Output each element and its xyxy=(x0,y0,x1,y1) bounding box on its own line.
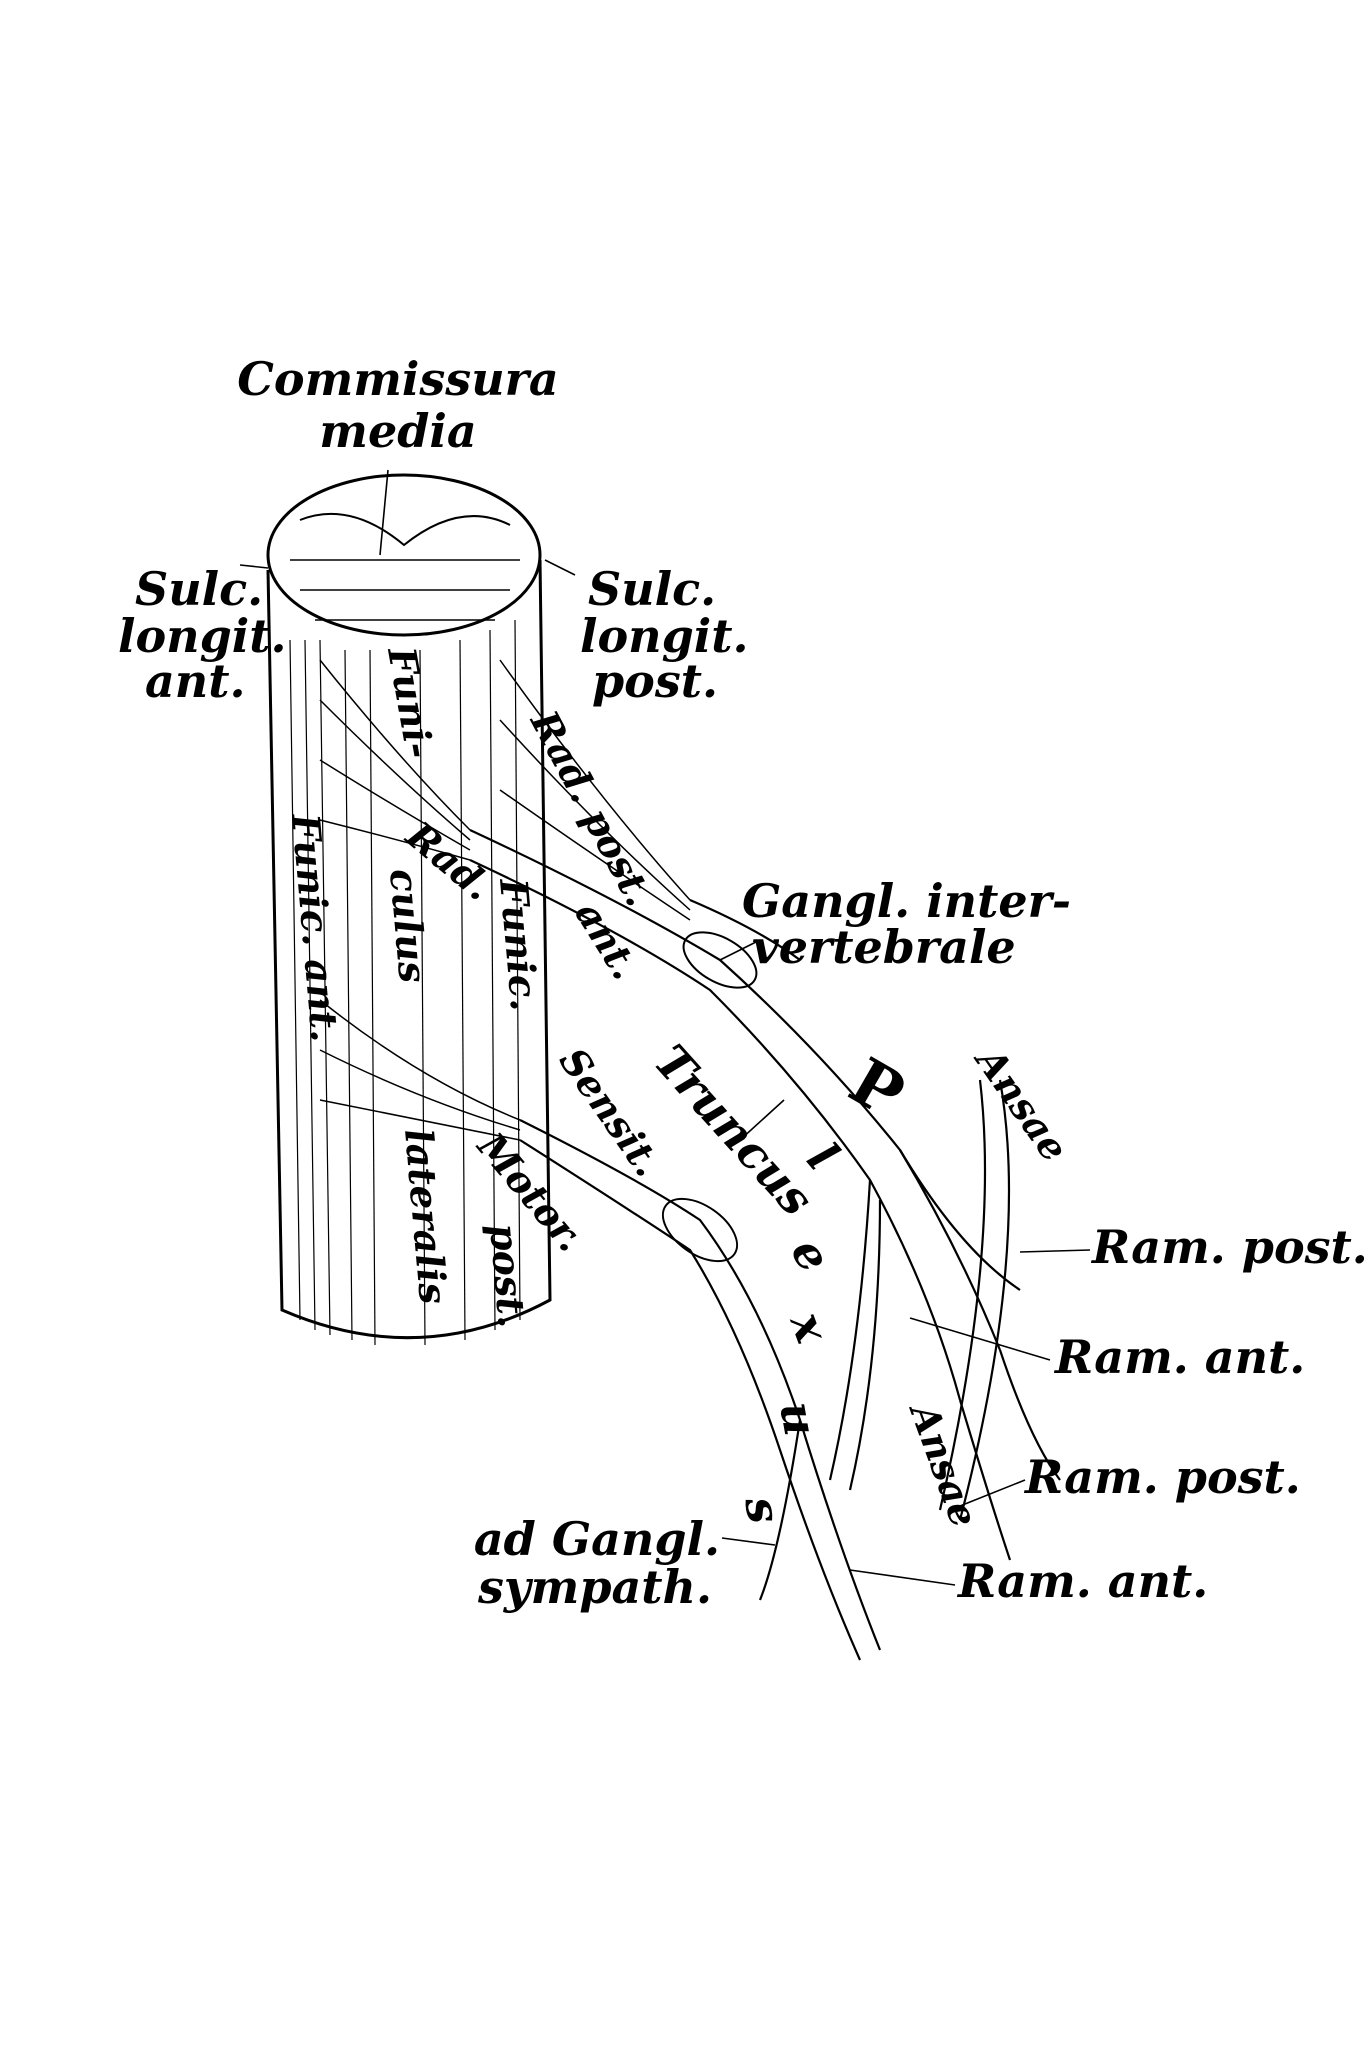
nerve-rootlets xyxy=(319,659,691,1141)
label-funic-ant: Funic. ant. xyxy=(283,811,348,1044)
label-sulc-ant-line3: ant. xyxy=(145,654,246,708)
label-sulc-ant-line2: longit. xyxy=(118,609,287,663)
label-ad-gangl-line2: sympath. xyxy=(477,1560,712,1614)
label-sulc-post-line2: longit. xyxy=(580,609,749,663)
ganglion-swelling-lower xyxy=(661,1197,739,1263)
label-sulc-ant-line1: Sulc. xyxy=(135,562,263,616)
label-gangl-line2: vertebrale xyxy=(752,920,1016,974)
label-commissura-line2: media xyxy=(319,404,476,458)
ganglion-swelling-upper xyxy=(682,931,758,989)
label-ram-post-upper: Ram. post. xyxy=(1090,1220,1365,1274)
label-gangl-line1: Gangl. inter- xyxy=(742,874,1071,928)
label-ram-ant-upper: Ram. ant. xyxy=(1053,1330,1305,1384)
cord-cross-section xyxy=(266,473,542,637)
label-plexus-x: x xyxy=(779,1304,840,1350)
label-truncus: Truncus xyxy=(644,1034,824,1226)
label-sulc-post-line3: post. xyxy=(592,654,718,708)
label-ram-ant-lower: Ram. ant. xyxy=(956,1554,1208,1608)
label-funi: Funi- xyxy=(379,643,443,762)
label-post-funic: post. xyxy=(481,1222,535,1330)
label-lateralis: lateralis xyxy=(396,1127,456,1306)
cord-hatching xyxy=(289,619,521,1346)
label-plexus-s: s xyxy=(734,1492,792,1528)
label-plexus-p: P xyxy=(837,1044,916,1133)
label-culus: culus xyxy=(381,867,436,985)
nerve-trunks xyxy=(469,829,1061,1661)
label-sulc-post-line1: Sulc. xyxy=(588,562,716,616)
label-plexus-l: l xyxy=(797,1132,850,1180)
label-plexus-u: u xyxy=(769,1398,828,1440)
label-plexus-e: e xyxy=(780,1229,841,1281)
label-ad-gangl-line1: ad Gangl. xyxy=(474,1512,720,1566)
label-rad-ant-line2: ant. xyxy=(566,893,648,987)
label-commissura-line1: Commissura xyxy=(237,352,558,406)
label-funic-post: Funic. xyxy=(491,876,547,1013)
spinal-cord xyxy=(266,473,691,1346)
leader-lines xyxy=(239,469,1091,1586)
label-ram-post-lower: Ram. post. xyxy=(1023,1450,1301,1504)
